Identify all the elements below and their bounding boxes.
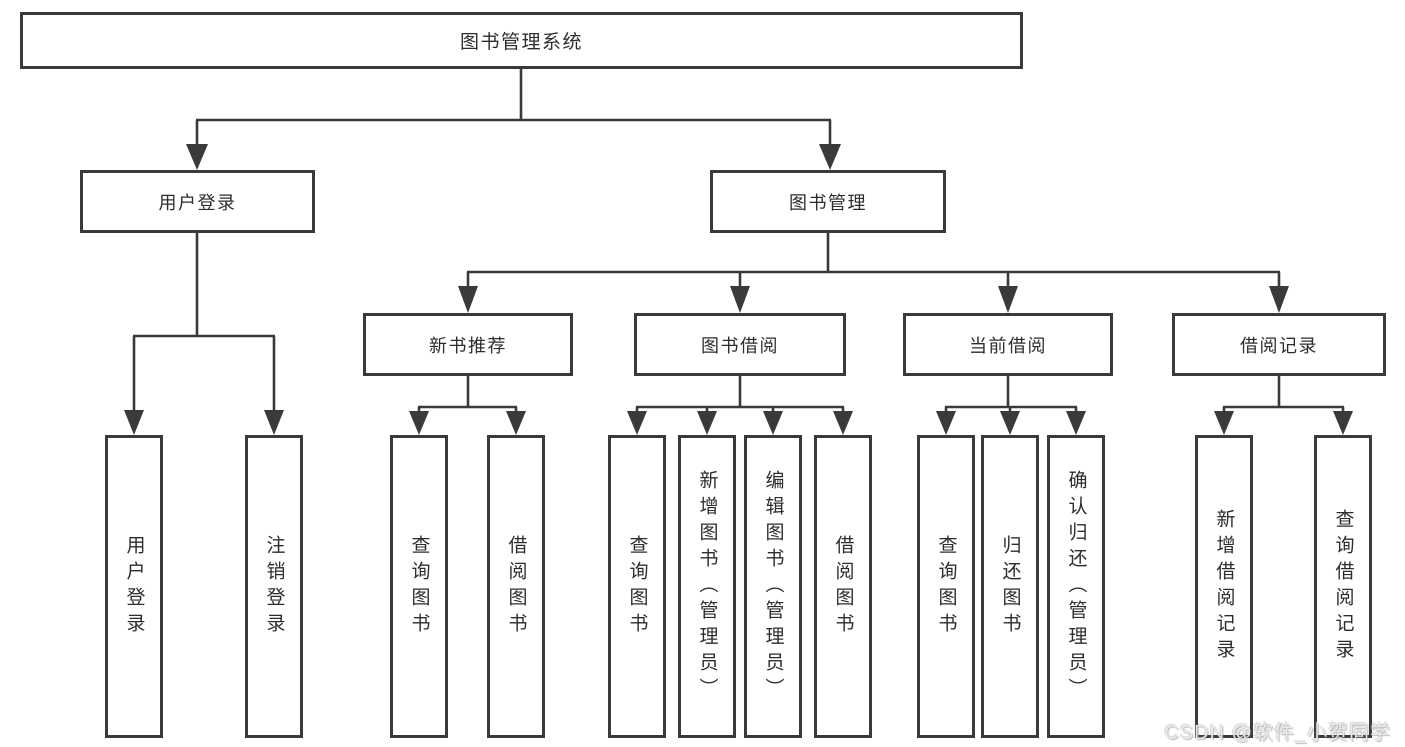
leaf-borrow-books-2-label: 借阅图书 — [832, 534, 854, 639]
node-user-login-label: 用户登录 — [158, 192, 237, 213]
leaf-user-login: 用户登录 — [105, 435, 163, 738]
leaf-add-borrow-record: 新增借阅记录 — [1195, 435, 1253, 738]
node-book-management-label: 图书管理 — [789, 192, 867, 213]
node-system-root: 图书管理系统 — [20, 12, 1023, 69]
node-book-management: 图书管理 — [710, 170, 946, 233]
leaf-query-borrow-record: 查询借阅记录 — [1314, 435, 1372, 738]
node-book-borrowing: 图书借阅 — [634, 313, 846, 376]
leaf-add-books-admin: 新增图书（管理员） — [678, 435, 736, 738]
leaf-return-books-label: 归还图书 — [999, 534, 1021, 639]
node-book-borrowing-label: 图书借阅 — [701, 335, 779, 356]
csdn-watermark: CSDN @软件_小贺同学 — [1164, 722, 1391, 744]
leaf-confirm-return-admin-label: 确认归还（管理员） — [1065, 469, 1087, 704]
node-current-borrowing: 当前借阅 — [903, 313, 1113, 376]
leaf-logout-label: 注销登录 — [263, 534, 285, 639]
node-system-root-label: 图书管理系统 — [459, 32, 583, 53]
leaf-query-borrow-record-label: 查询借阅记录 — [1332, 508, 1354, 665]
leaf-borrow-books-1-label: 借阅图书 — [505, 534, 527, 639]
leaf-logout: 注销登录 — [245, 435, 303, 738]
leaf-edit-books-admin-label: 编辑图书（管理员） — [762, 469, 784, 704]
node-current-borrowing-label: 当前借阅 — [969, 335, 1047, 356]
leaf-confirm-return-admin: 确认归还（管理员） — [1047, 435, 1105, 738]
leaf-query-books-3: 查询图书 — [917, 435, 975, 738]
node-new-book-recommendation-label: 新书推荐 — [429, 335, 507, 356]
leaf-user-login-label: 用户登录 — [123, 534, 145, 639]
leaf-borrow-books-1: 借阅图书 — [487, 435, 545, 738]
leaf-borrow-books-2: 借阅图书 — [814, 435, 872, 738]
leaf-query-books-2-label: 查询图书 — [626, 534, 648, 639]
node-user-login: 用户登录 — [80, 170, 315, 233]
node-borrowing-records: 借阅记录 — [1172, 313, 1386, 376]
node-borrowing-records-label: 借阅记录 — [1240, 335, 1318, 356]
leaf-query-books-3-label: 查询图书 — [935, 534, 957, 639]
leaf-query-books-1: 查询图书 — [390, 435, 448, 738]
leaf-query-books-2: 查询图书 — [608, 435, 666, 738]
node-new-book-recommendation: 新书推荐 — [363, 313, 573, 376]
leaf-return-books: 归还图书 — [981, 435, 1039, 738]
leaf-add-borrow-record-label: 新增借阅记录 — [1213, 508, 1235, 665]
leaf-add-books-admin-label: 新增图书（管理员） — [696, 469, 718, 704]
leaf-query-books-1-label: 查询图书 — [408, 534, 430, 639]
leaf-edit-books-admin: 编辑图书（管理员） — [744, 435, 802, 738]
